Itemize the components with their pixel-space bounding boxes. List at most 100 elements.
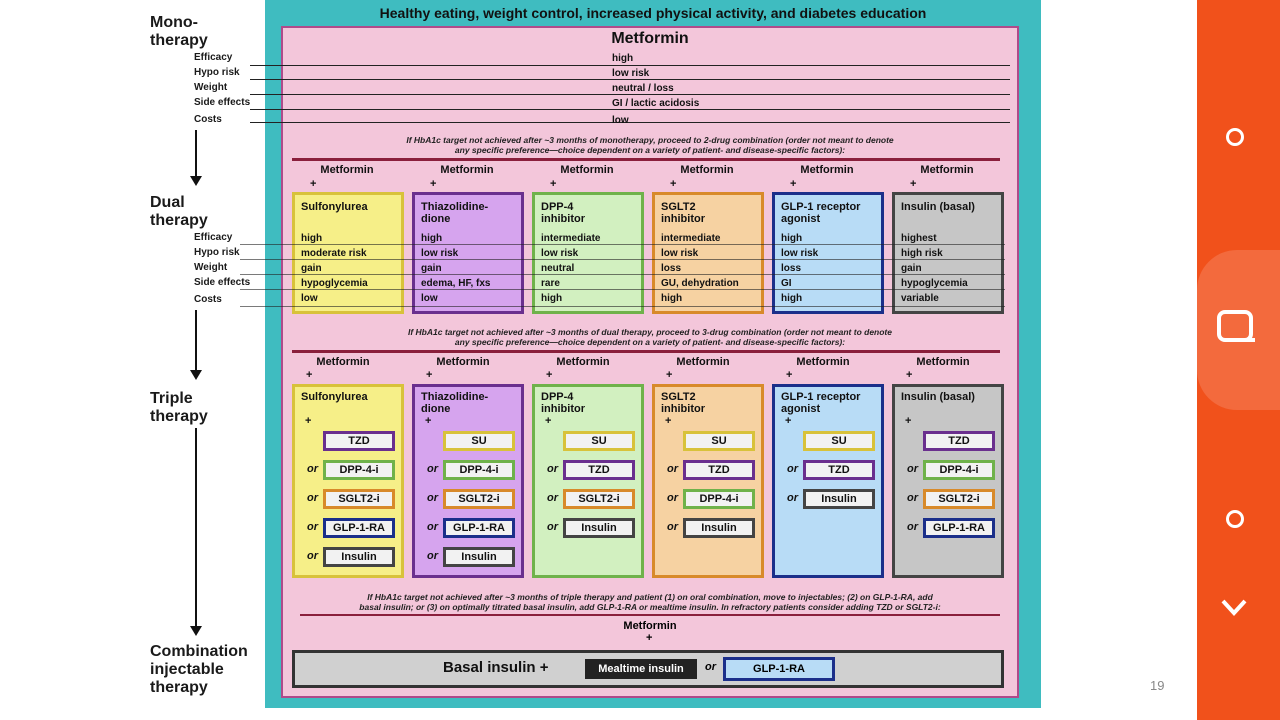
dual-card-value: high bbox=[781, 233, 803, 244]
drug-box: DPP-4-i bbox=[923, 460, 995, 480]
note-after-dual-line1: If HbA1c target not achieved after ~3 mo… bbox=[407, 327, 892, 337]
mono-value: high bbox=[612, 53, 634, 64]
or-label: or bbox=[907, 463, 918, 475]
triple-card-title: agonist bbox=[781, 403, 821, 415]
dual-row-line bbox=[240, 274, 1005, 275]
divider-1 bbox=[292, 158, 1000, 161]
triple-metformin-label: Metformin bbox=[436, 356, 490, 368]
triple-card-title: GLP-1 receptor bbox=[781, 391, 861, 403]
dual-card-value: variable bbox=[901, 293, 939, 304]
dual-card-value: gain bbox=[901, 263, 922, 274]
dual-card-value: moderate risk bbox=[301, 248, 367, 259]
drug-box: SU bbox=[443, 431, 515, 451]
dual-card-title: Sulfonylurea bbox=[301, 201, 368, 213]
triple-plus: + bbox=[906, 369, 913, 381]
triple-card-title: Sulfonylurea bbox=[301, 391, 368, 403]
chevron-down-icon[interactable] bbox=[1219, 592, 1249, 622]
triple-plus: + bbox=[426, 369, 433, 381]
drug-box: SGLT2-i bbox=[323, 489, 395, 509]
drug-box: DPP-4-i bbox=[683, 489, 755, 509]
note-after-triple-line1: If HbA1c target not achieved after ~3 mo… bbox=[367, 592, 933, 602]
drug-box: DPP-4-i bbox=[323, 460, 395, 480]
triple-card-plus: + bbox=[905, 415, 912, 427]
note-after-mono: If HbA1c target not achieved after ~3 mo… bbox=[290, 135, 1010, 155]
drug-box: GLP-1-RA bbox=[923, 518, 995, 538]
dual-card-value: highest bbox=[901, 233, 937, 244]
side-toolbar bbox=[1197, 0, 1280, 720]
drug-box: TZD bbox=[923, 431, 995, 451]
dual-card-value: low bbox=[421, 293, 438, 304]
row-label-2: Weight bbox=[194, 82, 228, 93]
dual-plus: + bbox=[910, 178, 917, 190]
mono-row-line bbox=[250, 79, 1010, 80]
or-label: or bbox=[427, 550, 438, 562]
stage-combo-line1: Combination bbox=[150, 643, 248, 660]
dual-row-line bbox=[240, 259, 1005, 260]
triple-card-plus: + bbox=[665, 415, 672, 427]
circle-icon[interactable] bbox=[1226, 128, 1244, 146]
triple-metformin-label: Metformin bbox=[676, 356, 730, 368]
dual-card-value: high bbox=[661, 293, 683, 304]
stage-mono-line1: Mono- bbox=[150, 14, 198, 31]
dual-card-title: agonist bbox=[781, 213, 821, 225]
triple-card-title: SGLT2 bbox=[661, 391, 696, 403]
search-icon bbox=[1217, 310, 1253, 342]
dual-metformin-label: Metformin bbox=[680, 164, 734, 176]
or-label: or bbox=[307, 463, 318, 475]
stage-mono-label: Mono- therapy bbox=[150, 14, 208, 50]
dual-plus: + bbox=[430, 178, 437, 190]
drug-box: SU bbox=[803, 431, 875, 451]
triple-plus: + bbox=[546, 369, 553, 381]
triple-card-title: DPP-4 bbox=[541, 391, 574, 403]
circle-icon[interactable] bbox=[1226, 510, 1244, 528]
search-icon-tail bbox=[1243, 338, 1255, 342]
dual-card-title: inhibitor bbox=[541, 213, 585, 225]
basal-insulin-label: Basal insulin + bbox=[443, 659, 549, 676]
mono-metformin-title: Metformin bbox=[611, 30, 689, 47]
dual-metformin-label: Metformin bbox=[560, 164, 614, 176]
triple-plus: + bbox=[666, 369, 673, 381]
or-label: or bbox=[307, 521, 318, 533]
note-after-triple: If HbA1c target not achieved after ~3 mo… bbox=[290, 592, 1010, 612]
dual-card-value: low risk bbox=[781, 248, 819, 259]
dual-card-title: dione bbox=[421, 213, 451, 225]
row-label-3: Side effects bbox=[194, 277, 251, 288]
dual-plus: + bbox=[310, 178, 317, 190]
stage-mono-line2: therapy bbox=[150, 32, 208, 49]
drug-box: Insulin bbox=[683, 518, 755, 538]
dual-card-value: neutral bbox=[541, 263, 575, 274]
row-label-4: Costs bbox=[194, 114, 222, 125]
dual-plus: + bbox=[550, 178, 557, 190]
search-button[interactable] bbox=[1197, 250, 1280, 410]
note-after-dual: If HbA1c target not achieved after ~3 mo… bbox=[290, 327, 1010, 347]
note-after-triple-line2: basal insulin; or (3) on optimally titra… bbox=[359, 602, 941, 612]
dual-card-value: GU, dehydration bbox=[661, 278, 739, 289]
drug-box: SU bbox=[683, 431, 755, 451]
drug-box: TZD bbox=[563, 460, 635, 480]
banner-text: Healthy eating, weight control, increase… bbox=[379, 5, 927, 21]
mono-value: low bbox=[612, 115, 629, 126]
drug-box: DPP-4-i bbox=[443, 460, 515, 480]
or-label: or bbox=[547, 521, 558, 533]
dual-card-title: Thiazolidine- bbox=[421, 201, 489, 213]
dual-card-value: hypoglycemia bbox=[901, 278, 968, 289]
dual-card-value: gain bbox=[301, 263, 322, 274]
dual-card-value: low risk bbox=[541, 248, 579, 259]
triple-plus: + bbox=[306, 369, 313, 381]
dual-card-value: edema, HF, fxs bbox=[421, 278, 491, 289]
dual-card-value: low risk bbox=[661, 248, 699, 259]
triple-card-title: dione bbox=[421, 403, 451, 415]
triple-metformin-label: Metformin bbox=[556, 356, 610, 368]
mono-value: GI / lactic acidosis bbox=[612, 98, 700, 109]
mono-row-line bbox=[250, 122, 1010, 123]
drug-box: TZD bbox=[323, 431, 395, 451]
drug-box: SGLT2-i bbox=[443, 489, 515, 509]
dual-card-value: low bbox=[301, 293, 318, 304]
stage-dual-label: Dual therapy bbox=[150, 194, 208, 230]
